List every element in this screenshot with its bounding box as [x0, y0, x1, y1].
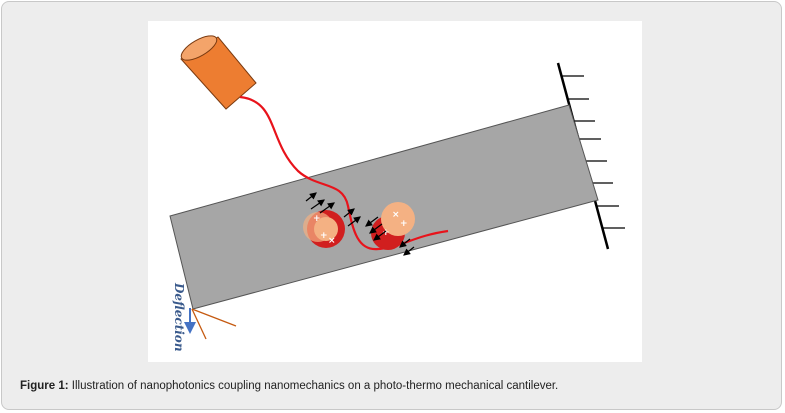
deflection-label: Deflection	[172, 282, 186, 352]
caption-label: Figure 1:	[20, 380, 69, 392]
caption-text: Illustration of nanophotonics coupling n…	[68, 380, 559, 392]
figure-caption: Figure 1: Illustration of nanophotonics …	[20, 380, 558, 392]
force-arrows	[305, 192, 415, 256]
svg-text:+: +	[382, 228, 390, 238]
figure-image: + + × × + +	[148, 21, 642, 362]
particle-left	[303, 212, 333, 242]
svg-text:+: +	[400, 219, 408, 229]
cantilever-beam	[169, 104, 599, 310]
cantilever-diagram: + + × × + +	[169, 35, 625, 352]
svg-text:×: ×	[328, 236, 336, 246]
svg-text:+: +	[313, 214, 321, 224]
svg-text:+: +	[320, 231, 328, 241]
resonator-right: × + +	[371, 202, 415, 250]
optical-fiber	[180, 35, 257, 110]
deflection-indicator: Deflection	[172, 282, 237, 352]
particle-right	[381, 202, 415, 236]
resonator-left: + + ×	[303, 210, 345, 248]
svg-text:×: ×	[392, 210, 400, 220]
